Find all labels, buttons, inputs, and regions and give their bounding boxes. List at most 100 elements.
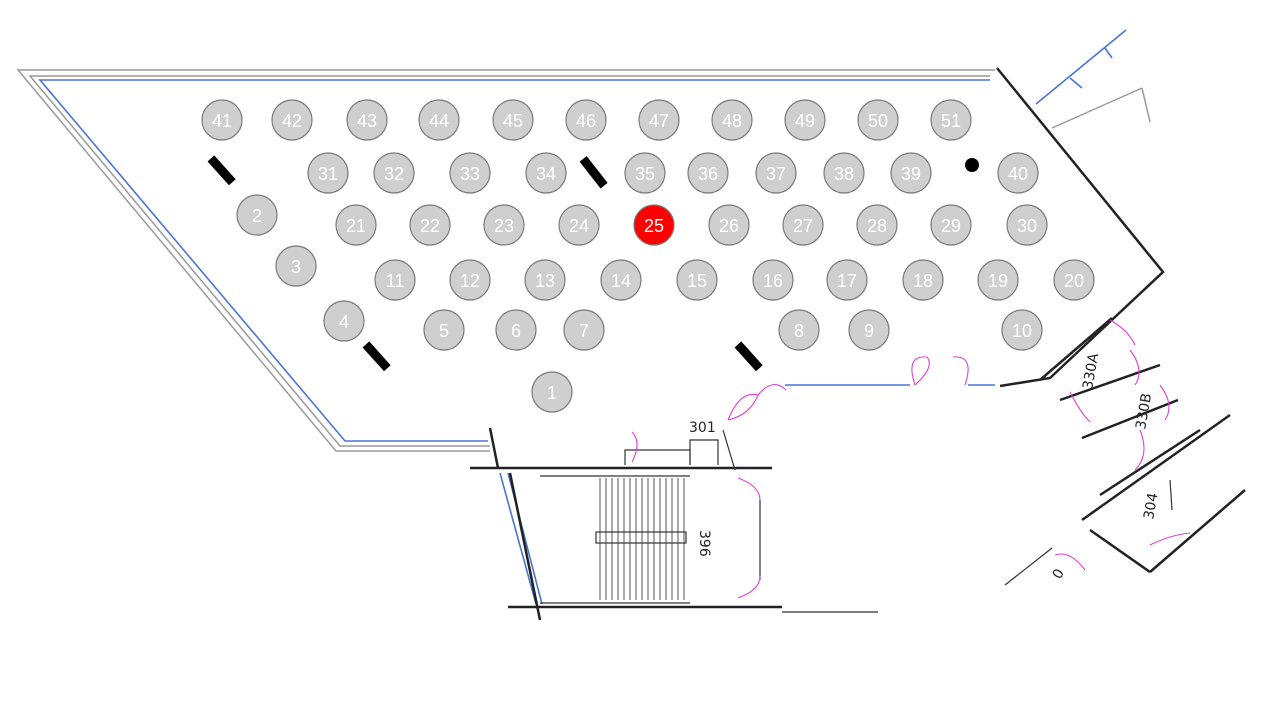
seat-1[interactable]: 1: [531, 371, 573, 413]
seat-10[interactable]: 10: [1001, 309, 1043, 351]
seat-3[interactable]: 3: [275, 245, 317, 287]
seat-5[interactable]: 5: [423, 309, 465, 351]
seat-circle[interactable]: [418, 99, 460, 141]
seat-circle[interactable]: [449, 152, 491, 194]
seat-circle[interactable]: [335, 204, 377, 246]
seat-13[interactable]: 13: [524, 259, 566, 301]
seat-49[interactable]: 49: [784, 99, 826, 141]
seat-48[interactable]: 48: [711, 99, 753, 141]
seat-7[interactable]: 7: [563, 309, 605, 351]
seat-circle[interactable]: [778, 309, 820, 351]
seat-circle[interactable]: [997, 152, 1039, 194]
seat-41[interactable]: 41: [201, 99, 243, 141]
seat-circle[interactable]: [236, 194, 278, 236]
seat-36[interactable]: 36: [687, 152, 729, 194]
seat-30[interactable]: 30: [1006, 204, 1048, 246]
seat-circle[interactable]: [624, 152, 666, 194]
seat-circle[interactable]: [492, 99, 534, 141]
seat-8[interactable]: 8: [778, 309, 820, 351]
seat-20[interactable]: 20: [1053, 259, 1095, 301]
seat-44[interactable]: 44: [418, 99, 460, 141]
seat-circle[interactable]: [201, 99, 243, 141]
seat-circle[interactable]: [1001, 309, 1043, 351]
seat-circle[interactable]: [558, 204, 600, 246]
seat-circle[interactable]: [483, 204, 525, 246]
seat-circle[interactable]: [857, 99, 899, 141]
seat-32[interactable]: 32: [373, 152, 415, 194]
seat-circle[interactable]: [755, 152, 797, 194]
seat-circle[interactable]: [930, 204, 972, 246]
seat-25[interactable]: 25: [633, 204, 675, 246]
seat-circle[interactable]: [525, 152, 567, 194]
seat-circle[interactable]: [323, 300, 365, 342]
seat-circle[interactable]: [563, 309, 605, 351]
seat-6[interactable]: 6: [495, 309, 537, 351]
seat-16[interactable]: 16: [752, 259, 794, 301]
seat-43[interactable]: 43: [346, 99, 388, 141]
seat-39[interactable]: 39: [890, 152, 932, 194]
seat-circle[interactable]: [346, 99, 388, 141]
seat-23[interactable]: 23: [483, 204, 525, 246]
seat-circle[interactable]: [374, 259, 416, 301]
seat-45[interactable]: 45: [492, 99, 534, 141]
seat-11[interactable]: 11: [374, 259, 416, 301]
seat-19[interactable]: 19: [977, 259, 1019, 301]
seat-circle[interactable]: [856, 204, 898, 246]
seat-circle[interactable]: [782, 204, 824, 246]
seat-47[interactable]: 47: [638, 99, 680, 141]
seat-circle[interactable]: [423, 309, 465, 351]
seat-circle[interactable]: [823, 152, 865, 194]
seat-14[interactable]: 14: [600, 259, 642, 301]
seat-15[interactable]: 15: [676, 259, 718, 301]
seat-12[interactable]: 12: [449, 259, 491, 301]
seat-circle[interactable]: [1053, 259, 1095, 301]
seat-circle[interactable]: [373, 152, 415, 194]
seat-circle[interactable]: [531, 371, 573, 413]
seat-circle[interactable]: [752, 259, 794, 301]
seat-circle[interactable]: [409, 204, 451, 246]
seat-circle[interactable]: [708, 204, 750, 246]
seat-26[interactable]: 26: [708, 204, 750, 246]
seat-17[interactable]: 17: [826, 259, 868, 301]
seat-2[interactable]: 2: [236, 194, 278, 236]
seat-circle[interactable]: [977, 259, 1019, 301]
seat-circle[interactable]: [307, 152, 349, 194]
seat-circle[interactable]: [890, 152, 932, 194]
seat-37[interactable]: 37: [755, 152, 797, 194]
seat-circle[interactable]: [711, 99, 753, 141]
seat-27[interactable]: 27: [782, 204, 824, 246]
seat-circle[interactable]: [638, 99, 680, 141]
seat-circle-highlighted[interactable]: [633, 204, 675, 246]
seat-18[interactable]: 18: [902, 259, 944, 301]
seat-circle[interactable]: [600, 259, 642, 301]
seat-circle[interactable]: [784, 99, 826, 141]
seat-circle[interactable]: [524, 259, 566, 301]
seat-circle[interactable]: [1006, 204, 1048, 246]
seat-21[interactable]: 21: [335, 204, 377, 246]
seat-9[interactable]: 9: [848, 309, 890, 351]
seat-38[interactable]: 38: [823, 152, 865, 194]
seat-circle[interactable]: [826, 259, 868, 301]
seat-51[interactable]: 51: [930, 99, 972, 141]
seat-34[interactable]: 34: [525, 152, 567, 194]
seat-24[interactable]: 24: [558, 204, 600, 246]
seat-42[interactable]: 42: [271, 99, 313, 141]
seat-circle[interactable]: [676, 259, 718, 301]
seat-circle[interactable]: [565, 99, 607, 141]
seat-circle[interactable]: [930, 99, 972, 141]
seat-circle[interactable]: [275, 245, 317, 287]
seat-31[interactable]: 31: [307, 152, 349, 194]
seat-circle[interactable]: [495, 309, 537, 351]
seat-28[interactable]: 28: [856, 204, 898, 246]
seat-circle[interactable]: [902, 259, 944, 301]
seat-40[interactable]: 40: [997, 152, 1039, 194]
seat-50[interactable]: 50: [857, 99, 899, 141]
seat-29[interactable]: 29: [930, 204, 972, 246]
seat-22[interactable]: 22: [409, 204, 451, 246]
seat-circle[interactable]: [848, 309, 890, 351]
seat-35[interactable]: 35: [624, 152, 666, 194]
seat-circle[interactable]: [687, 152, 729, 194]
seat-46[interactable]: 46: [565, 99, 607, 141]
seat-4[interactable]: 4: [323, 300, 365, 342]
seat-circle[interactable]: [271, 99, 313, 141]
